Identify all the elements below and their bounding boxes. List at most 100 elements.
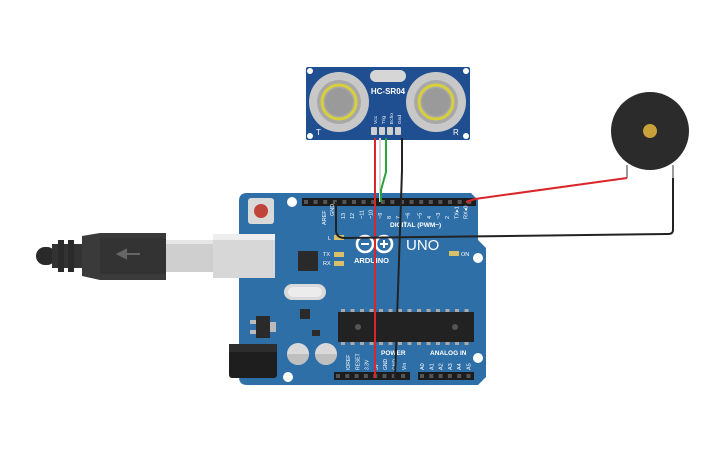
analog-pin-label: A3 [448,363,454,370]
sensor-pin[interactable] [387,127,393,135]
digital-pin-label: TX▸1 [454,206,460,219]
header-pin[interactable] [380,200,385,204]
analog-header [418,372,474,380]
header-pin[interactable] [420,374,424,378]
usb-chip [298,251,318,271]
analog-pin-label: A2 [439,363,445,370]
wires [335,138,674,381]
digital-pin-label: ~5 [418,213,424,219]
header-pin[interactable] [466,374,471,378]
digital-pin-label: 8 [387,216,393,219]
digital-pin-label: 4 [427,216,433,219]
header-pin[interactable] [429,374,434,378]
power-header [334,372,410,380]
analog-pin-label: A1 [429,363,435,370]
header-pin[interactable] [447,374,452,378]
power-jack [229,344,277,378]
wire-buzzer-gnd[interactable] [335,178,674,240]
digital-header-label: DIGITAL (PWM~) [390,222,441,229]
header-pin[interactable] [304,200,308,204]
header-pin[interactable] [345,374,350,378]
receiver-mark: R [453,128,459,137]
header-pin[interactable] [438,374,443,378]
piezo-buzzer[interactable] [611,92,689,178]
header-pin[interactable] [354,374,359,378]
digital-pin-label: ~3 [436,213,442,219]
header-pin[interactable] [382,374,387,378]
digital-pin-label: ~9 [378,213,384,219]
usb-port [213,234,275,278]
digital-header [302,198,476,206]
receiver-icon [406,72,466,132]
sensor-pin[interactable] [395,127,401,135]
header-pin[interactable] [391,374,396,378]
gnd-label: GND [330,204,336,216]
header-pin[interactable] [323,200,328,204]
digital-pin-label: 7 [396,216,402,219]
power-pin-label: 5V [374,363,380,370]
wire-gnd-sensor[interactable] [394,138,403,381]
header-pin[interactable] [409,200,414,204]
board-model-label: UNO [406,237,439,254]
header-pin[interactable] [371,200,376,204]
sensor-pin-label: Trig [381,116,387,124]
header-pin[interactable] [313,200,318,204]
usb-cable[interactable] [36,233,214,280]
header-pin[interactable] [361,200,366,204]
header-pin[interactable] [352,200,356,204]
aref-label: AREF [322,210,328,225]
transmitter-icon [309,72,369,132]
board-brand-label: ARDUINO [354,256,389,265]
mounting-hole [473,253,483,263]
digital-pin-label: ~6 [405,213,411,219]
digital-pin-label: RX◂0 [464,206,470,219]
header-pin[interactable] [390,200,395,204]
header-pin[interactable] [467,200,472,204]
sensor-model-label: HC-SR04 [371,87,406,96]
mounting-hole [283,372,293,382]
sensor-pin[interactable] [379,127,385,135]
power-pin-label: RESET [355,353,361,370]
crystal-icon [370,70,406,82]
power-pin-label: GND [383,359,389,371]
transmitter-mark: T [316,128,321,137]
digital-pin-label: 2 [445,216,451,219]
on-label: ON [461,252,469,258]
wire-buzzer-signal[interactable] [465,177,628,203]
header-pin[interactable] [457,200,462,204]
header-pin[interactable] [448,200,452,204]
digital-pin-label: ~10 [369,210,375,219]
header-pin[interactable] [428,200,433,204]
header-pin[interactable] [342,200,347,204]
wire-echo[interactable] [380,138,387,202]
mounting-hole [473,353,483,363]
sensor-pin-label: Vcc [373,115,379,124]
digital-pin-label: 12 [350,213,356,219]
power-header-label: POWER [381,350,406,357]
header-pin[interactable] [438,200,443,204]
analog-header-label: ANALOG IN [430,350,467,357]
header-pin[interactable] [419,200,424,204]
digital-pin-label: ~11 [359,210,365,219]
rx-label: RX [323,261,331,267]
sensor-pin[interactable] [371,127,377,135]
header-pin[interactable] [400,200,404,204]
header-pin[interactable] [457,374,462,378]
l-led-label: L [328,236,331,242]
header-pin[interactable] [332,200,337,204]
header-pin[interactable] [363,374,368,378]
header-pin[interactable] [336,374,340,378]
mounting-hole [287,197,297,207]
power-pin-label: Vin [402,363,408,370]
tx-label: TX [323,252,330,258]
analog-pin-label: A5 [467,363,473,370]
analog-pin-label: A0 [420,363,426,370]
analog-pin-label: A4 [457,363,463,370]
header-pin[interactable] [401,374,406,378]
power-pin-label: 3.3V [365,359,371,370]
